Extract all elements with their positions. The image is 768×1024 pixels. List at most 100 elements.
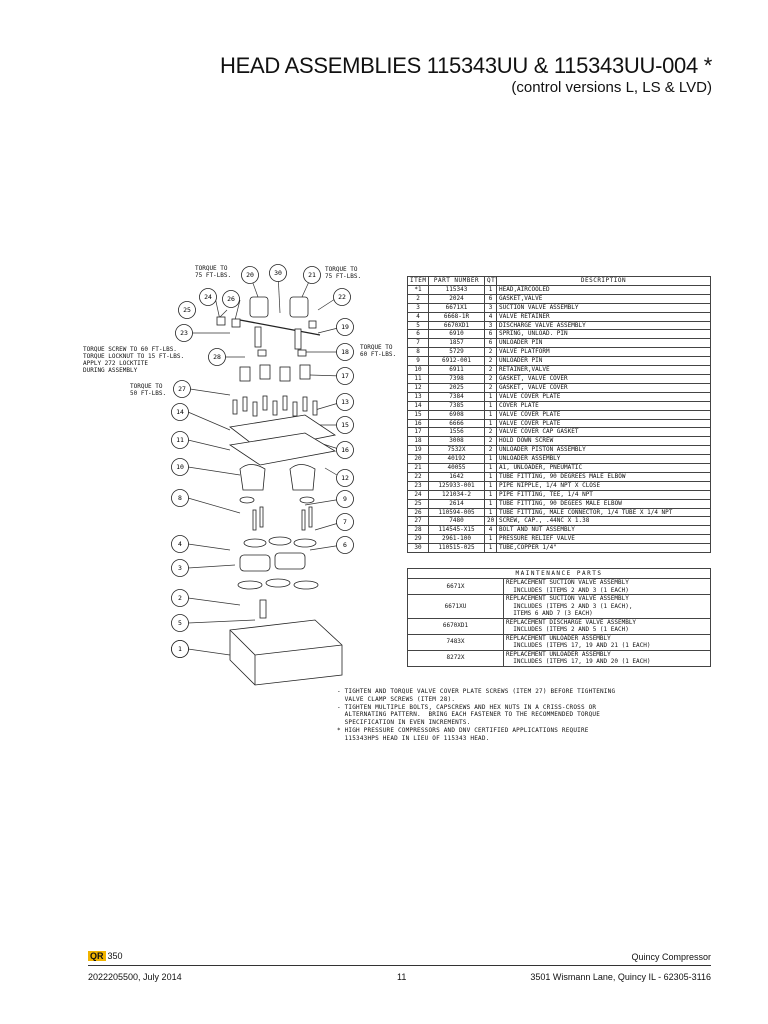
callout-circle <box>336 318 354 336</box>
cell-part-number: 6912-001 <box>428 356 485 367</box>
header-item: ITEM <box>407 276 429 286</box>
cell-description: UNLOADER ASSEMBLY <box>496 454 711 465</box>
callout-number: 21 <box>308 271 316 279</box>
cell-qty: 3 <box>484 302 497 313</box>
callout-number: 7 <box>343 518 347 526</box>
cell-description: UNLOADER PIN <box>496 338 711 349</box>
cell-item: 25 <box>407 498 429 509</box>
cell-description: VALVE COVER PLATE <box>496 418 711 429</box>
callout-number: 30 <box>274 269 282 277</box>
cell-item: 21 <box>407 463 429 473</box>
callout-number: 14 <box>176 408 184 416</box>
callout-circle <box>171 589 189 607</box>
cell-qty: 4 <box>484 311 497 322</box>
footer-doc-number: 2022205500, July 2014 <box>88 972 182 982</box>
cell-description: PIPE NIPPLE, 1/4 NPT X CLOSE <box>496 480 711 491</box>
callout-circle <box>336 536 354 554</box>
callout-circle <box>171 535 189 553</box>
cell-item: 20 <box>407 454 429 465</box>
cell-description: VALVE PLATFORM <box>496 347 711 358</box>
callout-circle <box>171 489 189 507</box>
cell-item: 12 <box>407 382 429 393</box>
torque-note-bottom-left: 50 FT-LBS. <box>130 390 166 397</box>
callout-number: 2 <box>178 594 182 602</box>
cell-part-number: 6668-1R <box>428 311 485 322</box>
callout-circle <box>171 403 189 421</box>
callout-number: 24 <box>204 293 212 301</box>
cell-description: PRESSURE RELIEF VALVE <box>496 534 711 545</box>
cell-part-number: 40192 <box>428 454 485 465</box>
cell-qty: 1 <box>484 463 497 473</box>
maintenance-description-line: REPLACEMENT SUCTION VALVE ASSEMBLY <box>506 579 629 587</box>
cell-description: BOLT AND NUT ASSEMBLY <box>496 525 711 536</box>
cell-description: HEAD,AIRCOOLED <box>496 284 711 295</box>
parts-table-header: ITEM PART NUMBER QTY DESCRIPTION <box>407 276 711 286</box>
cell-qty: 1 <box>484 498 497 509</box>
cell-part-number: 2961-100 <box>428 534 485 545</box>
cell-part-number: 6666 <box>428 418 485 429</box>
cell-item: 15 <box>407 409 429 420</box>
torque-note-top-right: TORQUE TO <box>325 266 358 273</box>
cell-part-number: 3008 <box>428 436 485 447</box>
cell-description: GASKET, VALVE COVER <box>496 382 711 393</box>
cell-part-number: 6671X1 <box>428 302 485 313</box>
callout-number: 18 <box>341 348 349 356</box>
cell-qty: 2 <box>484 436 497 447</box>
callout-number: 22 <box>338 293 346 301</box>
cell-part-number: 110594-005 <box>428 507 485 518</box>
header-part-number: PART NUMBER <box>428 276 485 286</box>
callout-circle <box>333 288 351 306</box>
cell-item: 5 <box>407 320 429 331</box>
cell-item: 27 <box>407 516 429 527</box>
torque-note-top-left: TORQUE TO <box>195 265 228 272</box>
cell-description: UNLOADER PIN <box>496 356 711 367</box>
cell-qty: 2 <box>484 356 497 367</box>
cell-part-number: 114545-X15 <box>428 525 485 536</box>
cell-item: 18 <box>407 436 429 447</box>
callout-circle <box>208 348 226 366</box>
callout-number: 15 <box>341 421 349 429</box>
maintenance-description-line: INCLUDES (ITEMS 17, 19 AND 20 (1 EACH) <box>506 658 651 665</box>
footer-logo: QR 350 <box>88 951 123 961</box>
cell-part-number: 2614 <box>428 498 485 509</box>
maintenance-description-line: INCLUDES (ITEMS 2 AND 5 (1 EACH) <box>506 626 629 633</box>
callout-number: 6 <box>343 541 347 549</box>
maintenance-description: REPLACEMENT UNLOADER ASSEMBLY INCLUDES (… <box>503 633 711 651</box>
cell-item: 11 <box>407 373 429 384</box>
cell-qty: 1 <box>484 409 497 420</box>
maintenance-description: REPLACEMENT UNLOADER ASSEMBLY INCLUDES (… <box>503 649 711 667</box>
cell-qty: 2 <box>484 445 497 456</box>
maintenance-description-line: INCLUDES (ITEMS 2 AND 3 (1 EACH), <box>506 602 633 610</box>
cell-description: UNLOADER PISTON ASSEMBLY <box>496 445 711 456</box>
callout-circle <box>336 367 354 385</box>
cell-item: 4 <box>407 311 429 322</box>
callout-circle <box>173 380 191 398</box>
callout-number: 3 <box>178 564 182 572</box>
callout-circle <box>269 264 287 282</box>
cell-description: SUCTION VALVE ASSEMBLY <box>496 302 711 313</box>
cell-part-number: 125933-001 <box>428 480 485 491</box>
cell-description: VALVE COVER CAP GASKET <box>496 427 711 438</box>
cell-qty: 2 <box>484 373 497 384</box>
cell-item: 19 <box>407 445 429 456</box>
cell-part-number: 7385 <box>428 400 485 411</box>
maintenance-part-number: 7483X <box>407 633 504 651</box>
maintenance-description-line: REPLACEMENT SUCTION VALVE ASSEMBLY <box>506 595 629 602</box>
cell-qty: 4 <box>484 525 497 536</box>
cell-item: 28 <box>407 525 429 536</box>
cell-description: GASKET, VALVE COVER <box>496 373 711 384</box>
callout-number: 23 <box>180 329 188 337</box>
callout-circle <box>171 458 189 476</box>
